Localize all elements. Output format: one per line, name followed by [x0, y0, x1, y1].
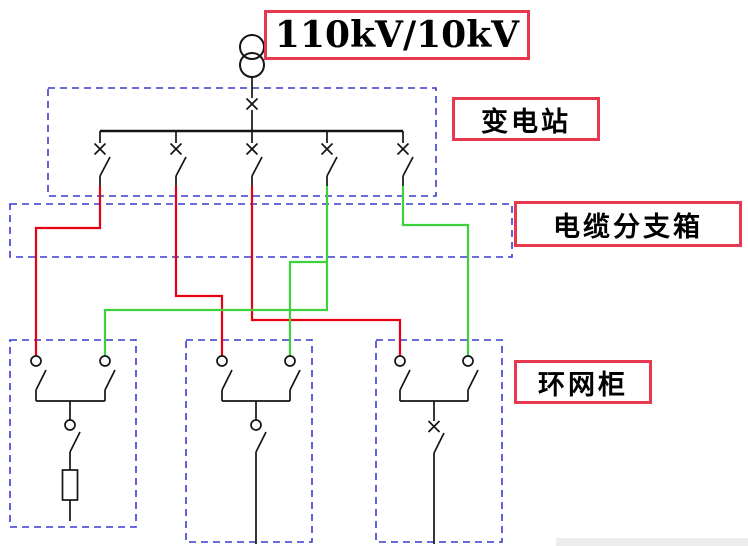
- switch-blade: [35, 369, 47, 391]
- watermark-strip: [556, 538, 748, 546]
- rmu2-boundary: [185, 339, 313, 543]
- green-cable-1-branch: [288, 260, 327, 356]
- transformer-icon: [239, 34, 265, 78]
- voltage-title: 110kV/10kV: [264, 10, 530, 60]
- switch-blade: [467, 369, 479, 391]
- switch-blade: [402, 156, 414, 177]
- switch-blade: [99, 156, 111, 177]
- switch-blade: [255, 431, 267, 453]
- rmu-2: [216, 355, 301, 544]
- switch-blade: [399, 369, 411, 391]
- feeder-switch-2: [169, 131, 187, 186]
- red-cable-3: [250, 186, 402, 356]
- switch-blade: [433, 432, 445, 454]
- rmu-3: [394, 355, 479, 544]
- cable-terminal-icon: [250, 419, 262, 431]
- switch-blade: [289, 369, 301, 391]
- green-feeder-cables: [103, 186, 470, 356]
- cable-terminal-icon: [99, 355, 111, 367]
- red-cable-2: [174, 186, 224, 356]
- cable-terminal-icon: [216, 355, 228, 367]
- rmu-1: [30, 355, 116, 521]
- cable-terminal-icon: [394, 355, 406, 367]
- cable-terminal-icon: [64, 419, 76, 431]
- switch-blade: [221, 369, 233, 391]
- switch-blade: [251, 156, 263, 177]
- red-feeder-cables: [34, 186, 402, 356]
- feeder-switch-5: [396, 131, 414, 186]
- red-cable-1: [34, 186, 102, 356]
- switch-blade: [104, 369, 116, 391]
- cable-terminal-icon: [462, 355, 474, 367]
- green-cable-1: [103, 186, 329, 356]
- feeder-switch-3: [245, 131, 263, 186]
- cable-terminal-icon: [30, 355, 42, 367]
- substation-boundary: [47, 87, 437, 197]
- rmu3-boundary: [375, 339, 503, 543]
- switch-blade: [175, 156, 187, 177]
- label-cable-branch-box: 电缆分支箱: [514, 201, 742, 247]
- cable-terminal-icon: [284, 355, 296, 367]
- switch-blade: [326, 156, 338, 177]
- incoming-breaker-switch: [245, 77, 259, 131]
- feeder-switches: [93, 131, 414, 186]
- label-ring-main-unit: 环网柜: [514, 360, 652, 404]
- fuse-icon: [61, 469, 79, 501]
- rmu1-boundary: [9, 339, 137, 528]
- cable-branch-box-boundary: [9, 203, 513, 258]
- label-substation: 变电站: [452, 97, 600, 141]
- feeder-switch-4: [320, 131, 338, 186]
- switch-blade: [69, 431, 81, 453]
- feeder-switch-1: [93, 131, 111, 186]
- green-cable-2: [401, 186, 470, 356]
